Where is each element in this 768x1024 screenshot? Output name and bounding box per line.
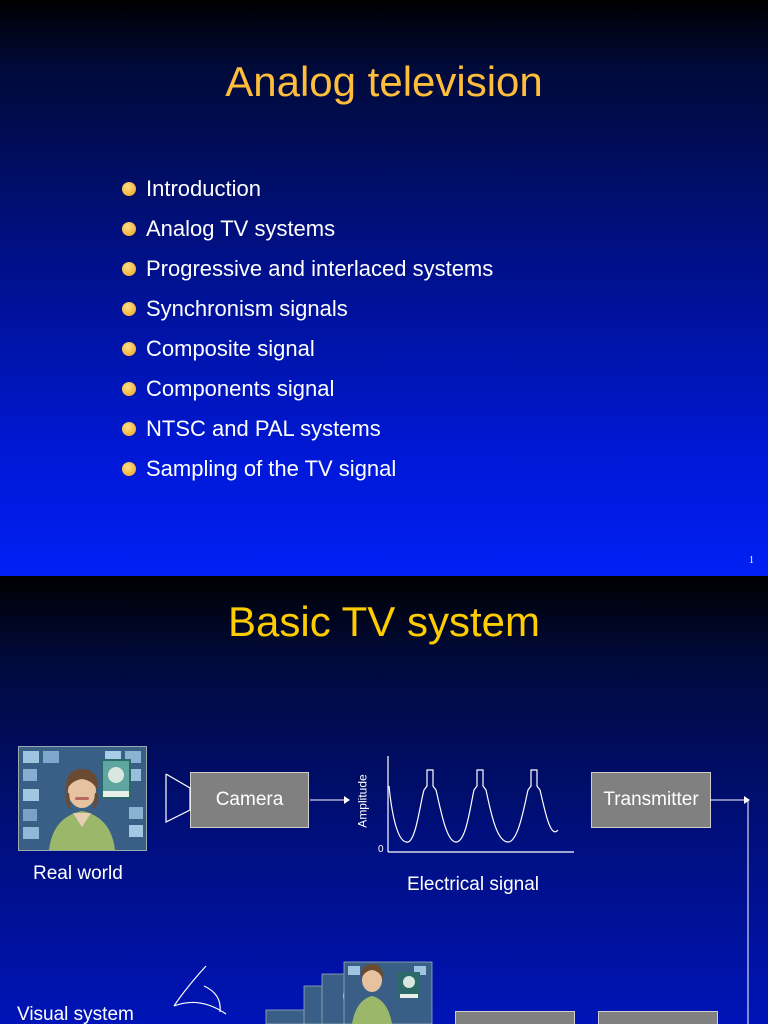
list-item-text: Composite signal <box>146 334 315 364</box>
slide-analog-television: Analog television Introduction Analog TV… <box>0 0 768 576</box>
slide-basic-tv-system: Basic TV system R <box>0 576 768 1024</box>
visual-system-label: Visual system <box>17 1004 134 1024</box>
bullet-icon <box>122 302 136 316</box>
arrow-right-icon <box>310 796 350 804</box>
electrical-signal-waveform <box>389 770 558 842</box>
received-frames-image <box>266 962 432 1024</box>
bullet-icon <box>122 342 136 356</box>
list-item-text: Introduction <box>146 174 261 204</box>
list-item-text: Synchronism signals <box>146 294 348 324</box>
list-item: Sampling of the TV signal <box>122 454 493 494</box>
bullet-icon <box>122 462 136 476</box>
list-item-text: Components signal <box>146 374 334 404</box>
tv-system-diagram <box>0 576 768 1024</box>
list-item-text: Analog TV systems <box>146 214 335 244</box>
slide-title: Analog television <box>0 58 768 106</box>
list-item-text: Sampling of the TV signal <box>146 454 396 484</box>
amplitude-axis-label: Amplitude <box>356 774 370 827</box>
list-item: Synchronism signals <box>122 294 493 334</box>
bullet-icon <box>122 422 136 436</box>
eye-icon <box>174 966 226 1014</box>
bullet-icon <box>122 262 136 276</box>
list-item-text: Progressive and interlaced systems <box>146 254 493 284</box>
camera-lens-icon <box>166 774 190 822</box>
list-item: Introduction <box>122 174 493 214</box>
list-item: Composite signal <box>122 334 493 374</box>
list-item: Analog TV systems <box>122 214 493 254</box>
zero-tick-label: 0 <box>378 844 384 855</box>
transmitter-output-arrow <box>710 796 750 1024</box>
page-number: 1 <box>749 555 754 566</box>
list-item: Components signal <box>122 374 493 414</box>
list-item: Progressive and interlaced systems <box>122 254 493 294</box>
list-item: NTSC and PAL systems <box>122 414 493 454</box>
electrical-signal-label: Electrical signal <box>407 874 539 896</box>
topic-list: Introduction Analog TV systems Progressi… <box>122 174 493 494</box>
bullet-icon <box>122 182 136 196</box>
bullet-icon <box>122 222 136 236</box>
list-item-text: NTSC and PAL systems <box>146 414 381 444</box>
bullet-icon <box>122 382 136 396</box>
